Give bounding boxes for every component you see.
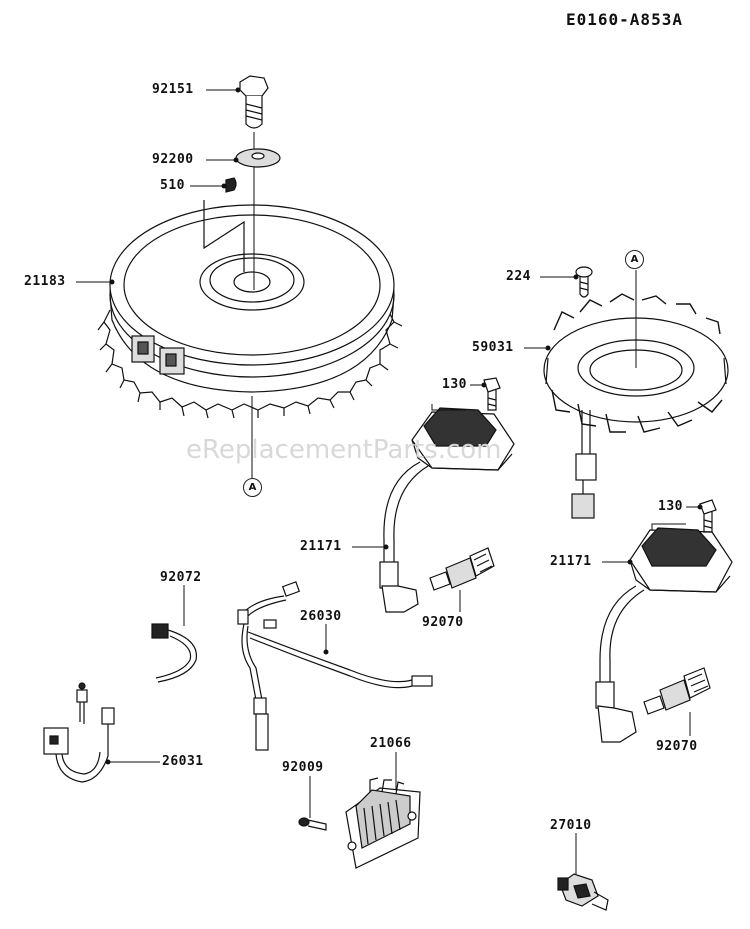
part-label-21171-a: 21171 (300, 539, 342, 554)
flywheel-21183 (97, 200, 403, 419)
part-label-21183: 21183 (24, 274, 66, 289)
part-label-59031: 59031 (472, 340, 514, 355)
screw-224 (575, 266, 593, 298)
regulator-21066 (345, 777, 421, 869)
part-label-224: 224 (506, 269, 531, 284)
part-label-130-b: 130 (658, 499, 683, 514)
watermark: eReplacementParts.com (186, 435, 502, 465)
part-label-510: 510 (160, 178, 185, 193)
part-label-27010: 27010 (550, 818, 592, 833)
part-label-92070-b: 92070 (656, 739, 698, 754)
diagram-code: E0160-A853A (566, 10, 683, 29)
switch-27010 (557, 873, 609, 911)
bolt-92151 (239, 75, 269, 129)
part-label-92070-a: 92070 (422, 615, 464, 630)
washer-92200 (235, 148, 281, 168)
part-label-92200: 92200 (152, 152, 194, 167)
part-label-92151: 92151 (152, 82, 194, 97)
ignition-coil-21171-a (379, 407, 515, 613)
key-510 (225, 177, 237, 193)
part-label-92009: 92009 (282, 760, 324, 775)
ref-marker-flywheel: A (243, 478, 262, 497)
spark-plug-92070-a (429, 547, 495, 591)
part-label-130-a: 130 (442, 377, 467, 392)
harness-26030 (237, 581, 433, 751)
ignition-coil-21171-b (595, 527, 733, 743)
part-label-21171-b: 21171 (550, 554, 592, 569)
bolt-130-b (699, 499, 717, 533)
screw-92009 (298, 817, 327, 831)
part-label-26031: 26031 (162, 754, 204, 769)
wire-92072 (151, 623, 198, 683)
bolt-130-a (483, 377, 501, 411)
leader-lines (76, 87, 703, 874)
ref-marker-stator: A (625, 250, 644, 269)
spark-plug-92070-b (643, 667, 711, 715)
part-label-26030: 26030 (300, 609, 342, 624)
part-label-21066: 21066 (370, 736, 412, 751)
harness-26031 (43, 682, 115, 783)
part-label-92072: 92072 (160, 570, 202, 585)
